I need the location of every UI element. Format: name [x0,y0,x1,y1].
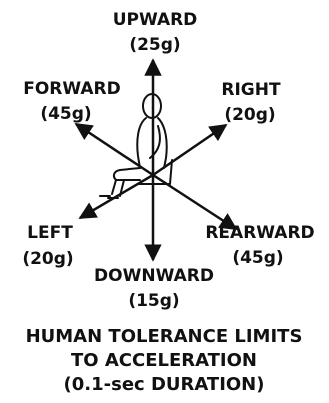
label-upward: UPWARD (25g) [113,10,198,55]
right-arrow [152,123,228,177]
right-tolerance: (20g) [224,105,275,125]
figure-caption: HUMAN TOLERANCE LIMITS TO ACCELERATION (… [26,326,303,395]
acceleration-axes [74,58,238,262]
figure-thighs [112,167,141,181]
label-left: LEFT (20g) [22,223,73,269]
caption-line-3: (0.1-sec DURATION) [64,374,265,395]
upward-tolerance: (25g) [129,35,180,55]
left-name: LEFT [27,223,73,243]
caption-line-2: TO ACCELERATION [71,350,257,371]
figure-seat [137,159,173,185]
figure-arm [149,125,161,159]
left-tolerance: (20g) [22,249,73,269]
upward-name: UPWARD [113,10,198,30]
downward-tolerance: (15g) [128,291,179,311]
left-arrow [78,173,154,220]
label-forward: FORWARD (45g) [23,79,121,124]
figure-torso [136,117,168,169]
downward-name: DOWNWARD [94,266,214,286]
rearward-arrow [152,173,238,231]
forward-arrow [74,122,154,177]
right-name: RIGHT [221,80,281,100]
label-right: RIGHT (20g) [221,80,281,125]
forward-name: FORWARD [23,79,121,99]
rearward-tolerance: (45g) [232,248,283,268]
caption-line-1: HUMAN TOLERANCE LIMITS [26,326,303,347]
rearward-name: REARWARD [205,223,314,243]
label-rearward: REARWARD (45g) [205,223,314,268]
forward-tolerance: (45g) [40,104,91,124]
label-downward: DOWNWARD (15g) [94,266,214,311]
